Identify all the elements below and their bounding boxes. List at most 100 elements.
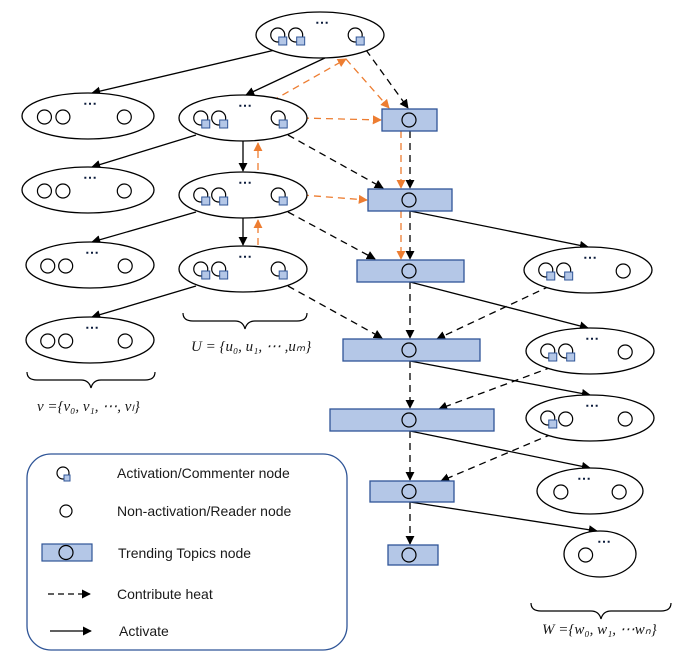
set-label-v: v ={v₀, v₁, ⋯, vₗ}: [37, 399, 140, 415]
group-top: ⋯: [255, 11, 385, 59]
reader-node: [58, 333, 74, 349]
legend-label-activate: Activate: [119, 623, 169, 639]
activate-edge: [91, 211, 197, 245]
activate-edge: [91, 134, 197, 169]
heat-edge-orange: [271, 58, 347, 102]
reader-node: [55, 183, 71, 199]
group-v-3-ellipsis: ⋯: [85, 319, 99, 335]
legend-label-activation: Activation/Commenter node: [117, 465, 290, 481]
trending-topic-node-5: [369, 480, 455, 503]
group-u-0-ellipsis: ⋯: [238, 97, 252, 113]
activate-edge: [91, 285, 197, 320]
group-v-1-ellipse: [21, 166, 155, 214]
activation-node: [193, 261, 211, 280]
group-u-2: ⋯: [178, 245, 308, 293]
group-u-1-ellipsis: ⋯: [238, 174, 252, 190]
group-w-2-ellipse: [525, 394, 655, 442]
activation-node: [270, 110, 288, 129]
group-v-1: ⋯: [21, 166, 155, 214]
reader-node: [577, 547, 594, 563]
activation-node: [193, 110, 211, 129]
reader-node: [117, 258, 133, 274]
heat-edge: [438, 366, 553, 411]
group-w-1: ⋯: [525, 327, 655, 375]
trending-topic-node-1: [367, 188, 453, 212]
activation-node: [193, 187, 211, 206]
group-w-4-ellipse: [563, 530, 637, 578]
legend-label-reader: Non-activation/Reader node: [117, 503, 292, 519]
group-top-ellipsis: ⋯: [315, 14, 329, 30]
activation-node: [288, 27, 306, 46]
set-label-u: U = {u₀, u₁, ⋯ ,uₘ}: [191, 339, 311, 355]
trending-topic-node-3: [342, 338, 481, 362]
group-w-4-ellipsis: ⋯: [597, 533, 611, 549]
activation-node: [211, 110, 229, 129]
reader-node: [553, 484, 569, 500]
legend: Activation/Commenter node Non-activation…: [26, 453, 348, 651]
activation-node: [538, 262, 556, 281]
reader-node: [558, 411, 574, 427]
activate-edge: [245, 56, 328, 96]
group-w-3: ⋯: [536, 467, 644, 515]
group-w-2: ⋯: [525, 394, 655, 442]
heat-edge: [287, 211, 376, 260]
reader-node: [617, 344, 633, 360]
nodes-layer: ⋯ ⋯ ⋯ ⋯ ⋯ ⋯ ⋯ ⋯ ⋯ ⋯ ⋯ ⋯ ⋯: [21, 11, 655, 578]
heat-edge: [440, 433, 553, 482]
group-u-1-ellipse: [178, 171, 308, 219]
trending-topic-node-2: [356, 259, 465, 283]
activation-node: [540, 410, 558, 429]
group-v-3-ellipse: [25, 316, 155, 364]
set-label-w: W ={w₀, w₁, ⋯wₙ}: [542, 622, 657, 638]
group-w-0-ellipse: [523, 246, 653, 294]
group-v-3: ⋯: [25, 316, 155, 364]
reader-node: [40, 258, 56, 274]
group-v-2-ellipsis: ⋯: [85, 244, 99, 260]
activation-node: [211, 187, 229, 206]
legend-box: [26, 453, 348, 651]
activation-node: [270, 27, 288, 46]
reader-node: [615, 263, 631, 279]
activation-node: [540, 343, 558, 362]
trending-topic-node-4: [329, 408, 495, 432]
group-v-2: ⋯: [25, 241, 155, 289]
group-w-1-ellipsis: ⋯: [585, 330, 599, 346]
group-u-2-ellipse: [178, 245, 308, 293]
activation-node: [558, 343, 576, 362]
heat-edge: [287, 285, 383, 339]
activation-node: [347, 27, 365, 46]
legend-label-trending: Trending Topics node: [118, 545, 251, 561]
reader-node: [40, 333, 56, 349]
group-w-3-ellipsis: ⋯: [577, 470, 591, 486]
group-w-0: ⋯: [523, 246, 653, 294]
activate-edge: [409, 360, 591, 398]
activation-node: [556, 262, 574, 281]
activate-edge: [409, 210, 589, 250]
group-v-0: ⋯: [21, 92, 155, 140]
group-w-1-ellipse: [525, 327, 655, 375]
group-w-3-ellipse: [536, 467, 644, 515]
reader-node: [116, 109, 132, 125]
group-v-2-ellipse: [25, 241, 155, 289]
activation-node: [211, 261, 229, 280]
group-w-0-ellipsis: ⋯: [583, 249, 597, 265]
trending-topic-node-icon: [41, 543, 93, 562]
group-v-1-ellipsis: ⋯: [83, 169, 97, 185]
trending-topic-node-6: [387, 544, 439, 566]
brace-u: [182, 312, 308, 330]
activation-node: [270, 261, 288, 280]
heat-edge-orange: [345, 58, 390, 109]
activate-edge: [409, 430, 591, 471]
reader-node: [55, 109, 71, 125]
heat-edge-orange: [301, 194, 368, 204]
reader-node: [116, 183, 132, 199]
reader-node: [117, 333, 133, 349]
heat-edge: [287, 134, 384, 189]
legend-label-heat: Contribute heat: [117, 586, 213, 602]
heat-edge: [365, 49, 409, 109]
group-u-0: ⋯: [178, 94, 308, 142]
activation-node-icon: [56, 466, 71, 482]
group-v-0-ellipse: [21, 92, 155, 140]
heat-edge: [436, 285, 551, 340]
